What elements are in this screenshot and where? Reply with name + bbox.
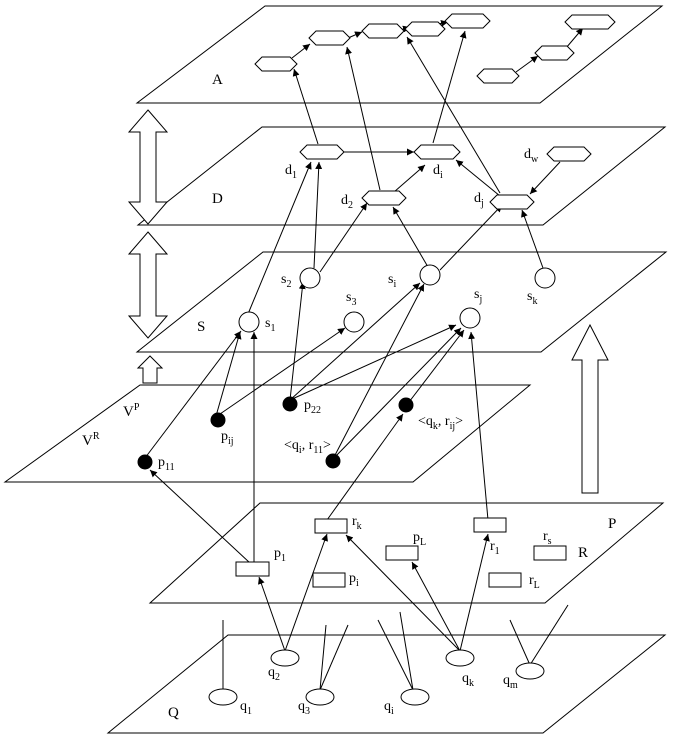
label-qk: qk bbox=[462, 671, 474, 689]
rect-node-pL bbox=[385, 545, 419, 561]
ellipse-node-q2 bbox=[270, 649, 300, 667]
dot-node-p11 bbox=[137, 454, 153, 470]
circle-node-s2 bbox=[299, 267, 321, 289]
circle-node-s1 bbox=[238, 311, 260, 333]
label-q1: q1 bbox=[240, 699, 252, 717]
dot-node-p22 bbox=[282, 396, 298, 412]
hex-node bbox=[254, 56, 298, 72]
rect-node-rL bbox=[488, 572, 522, 588]
hex-node bbox=[308, 30, 351, 46]
label-p1: p1 bbox=[274, 546, 286, 564]
d-plane-nodes bbox=[299, 144, 592, 210]
label-s3: s3 bbox=[346, 290, 356, 308]
plane-q bbox=[106, 634, 667, 734]
circle-node-sj bbox=[459, 307, 481, 329]
plane-v bbox=[3, 384, 532, 483]
pr-plane-nodes bbox=[235, 517, 567, 588]
hex-node bbox=[534, 45, 575, 61]
a-plane-nodes bbox=[254, 13, 616, 84]
label-dj: dj bbox=[474, 191, 484, 209]
small-up-arrow bbox=[136, 355, 164, 384]
rect-node-p1 bbox=[235, 561, 270, 577]
ellipse-node-qi bbox=[400, 688, 430, 706]
s-plane-nodes bbox=[238, 264, 556, 333]
large-up-arrow bbox=[571, 323, 609, 494]
hex-node bbox=[361, 23, 405, 39]
label-q2: q2 bbox=[268, 665, 280, 683]
plane-label-p: P bbox=[608, 516, 616, 532]
plane-s bbox=[135, 251, 668, 353]
hex-node-d1 bbox=[299, 144, 345, 160]
label-qk-rij: <qk, rij> bbox=[418, 414, 463, 432]
dot-node-pij bbox=[210, 412, 226, 428]
plane-label-a: A bbox=[212, 72, 223, 88]
plane-label-d: D bbox=[212, 191, 223, 207]
label-pL: pL bbox=[413, 530, 426, 548]
v-plane-nodes bbox=[137, 396, 414, 470]
plane-label-r: R bbox=[578, 545, 588, 561]
edges bbox=[144, 19, 584, 691]
label-rs: rs bbox=[543, 529, 552, 547]
plane-label-q: Q bbox=[168, 705, 179, 721]
label-d1: d1 bbox=[285, 163, 297, 181]
label-rk: rk bbox=[352, 514, 362, 532]
rect-node-rk bbox=[314, 518, 348, 534]
rect-node-rs bbox=[533, 545, 567, 561]
label-s2: s2 bbox=[281, 272, 291, 290]
label-qm: qm bbox=[503, 673, 518, 691]
ellipse-node-q1 bbox=[208, 688, 238, 706]
label-pi: pi bbox=[349, 571, 359, 589]
hex-node-dj bbox=[489, 194, 535, 210]
label-rL: rL bbox=[529, 573, 540, 591]
label-p22: p22 bbox=[304, 398, 321, 416]
node-labels: d1 d2 di dj dw s1 s2 s3 si sj sk p11 pij… bbox=[158, 147, 552, 717]
label-sj: sj bbox=[474, 287, 482, 305]
label-p11: p11 bbox=[158, 455, 175, 473]
label-sk: sk bbox=[527, 289, 537, 307]
dot-node-qi-r11 bbox=[325, 453, 341, 469]
label-qi: qi bbox=[384, 699, 394, 717]
hex-node bbox=[404, 21, 446, 37]
dot-node-qk-rij bbox=[398, 397, 414, 413]
label-qi-r11: <qi, r11> bbox=[284, 438, 331, 456]
ellipse-node-q3 bbox=[305, 688, 335, 706]
double-arrow-a-d bbox=[127, 109, 169, 225]
ellipse-node-qk bbox=[445, 649, 475, 667]
hex-node-di bbox=[413, 144, 461, 160]
hex-node bbox=[444, 13, 491, 29]
q-plane-nodes bbox=[208, 649, 545, 706]
hex-node bbox=[476, 68, 520, 84]
ellipse-node-qm bbox=[515, 662, 545, 680]
label-si: si bbox=[388, 272, 396, 290]
circle-node-sk bbox=[534, 267, 556, 289]
label-di: di bbox=[433, 163, 443, 181]
hex-node-dw bbox=[546, 146, 592, 162]
label-s1: s1 bbox=[265, 316, 275, 334]
hex-node bbox=[564, 14, 616, 30]
label-pij: pij bbox=[221, 429, 234, 447]
rect-node-pi bbox=[312, 572, 346, 588]
plane-label-vp: VP bbox=[123, 402, 140, 420]
plane-d bbox=[136, 126, 667, 226]
label-r1: r1 bbox=[490, 539, 500, 557]
circle-node-si bbox=[419, 264, 441, 286]
label-d2: d2 bbox=[341, 193, 353, 211]
label-dw: dw bbox=[524, 147, 539, 165]
plane-label-vr: VR bbox=[82, 431, 100, 449]
hex-node-d2 bbox=[361, 190, 407, 206]
label-q3: q3 bbox=[298, 699, 310, 717]
double-arrow-d-s bbox=[127, 231, 169, 339]
rect-node-r1 bbox=[473, 517, 507, 533]
circle-node-s3 bbox=[343, 311, 365, 333]
plane-label-s: S bbox=[197, 319, 205, 335]
plane-a bbox=[135, 5, 664, 104]
